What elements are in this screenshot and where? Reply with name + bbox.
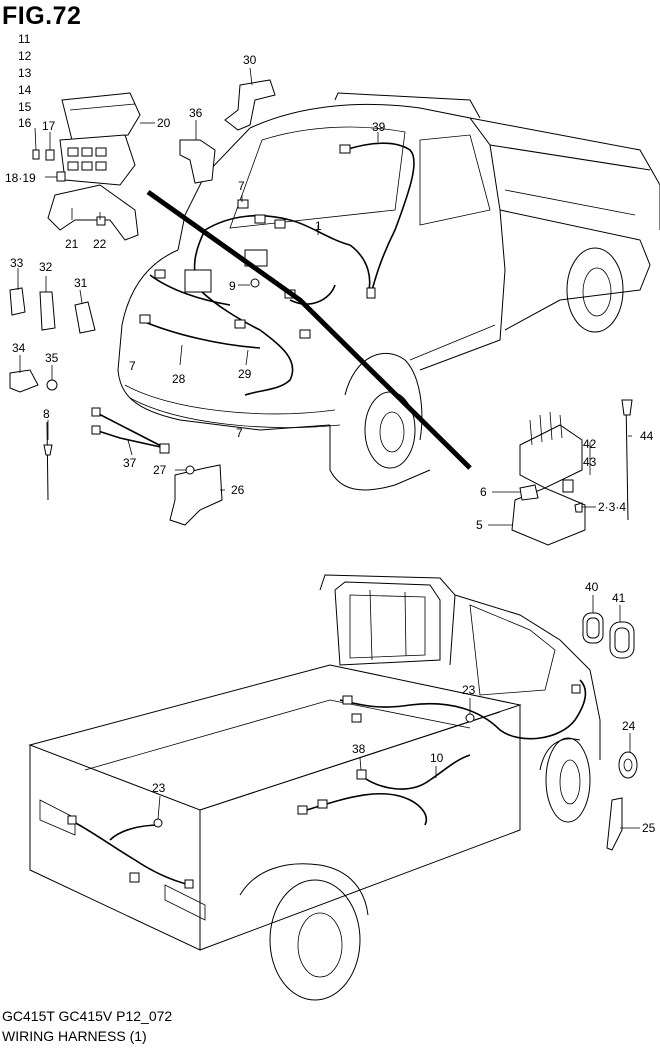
callout-28: 28	[172, 372, 186, 386]
callout-21: 21	[65, 237, 79, 251]
bracket-26-27	[169, 464, 223, 526]
callout-36: 36	[189, 106, 203, 120]
callout-44: 44	[640, 429, 654, 443]
callout-33: 33	[10, 256, 24, 270]
model-code: GC415T GC415V P12_072	[2, 1008, 173, 1024]
callout-17: 17	[42, 119, 56, 133]
callout-11: 11	[18, 32, 31, 46]
callout-labels: 11 12 13 14 15 16 17 18·19 20 21 22 30 3…	[5, 32, 656, 835]
callout-8: 8	[43, 407, 50, 421]
callout-37: 37	[123, 456, 137, 470]
figure-subtitle: WIRING HARNESS (1)	[2, 1028, 147, 1044]
callout-25: 25	[642, 821, 656, 835]
leader-lines	[17, 67, 640, 829]
callout-2-3-4: 2·3·4	[598, 500, 626, 514]
callout-34: 34	[12, 341, 26, 355]
fuse-box-assembly	[32, 92, 141, 241]
callout-15: 15	[18, 100, 32, 114]
callout-7-bottom: 7	[236, 426, 243, 440]
top-truck-body	[117, 92, 660, 491]
callout-10: 10	[430, 751, 444, 765]
callout-42: 42	[583, 437, 597, 451]
detail-pointer-line	[146, 189, 472, 470]
callout-38: 38	[352, 742, 366, 756]
callout-23-right: 23	[462, 683, 476, 697]
callout-39: 39	[372, 120, 386, 134]
callout-18-19: 18·19	[5, 171, 36, 185]
relay-box-detail	[511, 399, 633, 546]
callout-24: 24	[622, 719, 636, 733]
callout-43: 43	[583, 455, 597, 469]
callout-32: 32	[39, 260, 53, 274]
callout-20: 20	[157, 116, 171, 130]
grommets-40-41-24	[582, 612, 638, 851]
callout-12: 12	[18, 49, 32, 63]
callout-30: 30	[243, 53, 257, 67]
callout-35: 35	[45, 351, 59, 365]
callout-1: 1	[315, 219, 322, 233]
callout-16: 16	[18, 116, 32, 130]
callout-40: 40	[585, 580, 599, 594]
callout-23-left: 23	[152, 781, 166, 795]
harness-37	[91, 407, 170, 454]
callout-6: 6	[480, 485, 487, 499]
callout-9: 9	[229, 279, 236, 293]
callout-31: 31	[74, 276, 88, 290]
callout-5: 5	[476, 518, 483, 532]
callout-41: 41	[612, 591, 626, 605]
figure-title: FIG.72	[2, 2, 82, 30]
bottom-truck-body	[28, 574, 601, 1001]
bracket-30-36	[179, 79, 276, 184]
top-truck-harness	[139, 142, 415, 396]
small-brackets-31-35	[9, 287, 96, 501]
callout-13: 13	[18, 66, 32, 80]
callout-7-left: 7	[129, 359, 136, 373]
callout-22: 22	[93, 237, 107, 251]
callout-7-top: 7	[238, 179, 245, 193]
callout-29: 29	[238, 367, 252, 381]
callout-26: 26	[231, 483, 245, 497]
callout-14: 14	[18, 83, 32, 97]
bottom-truck-harness	[67, 679, 587, 889]
callout-27: 27	[153, 463, 167, 477]
